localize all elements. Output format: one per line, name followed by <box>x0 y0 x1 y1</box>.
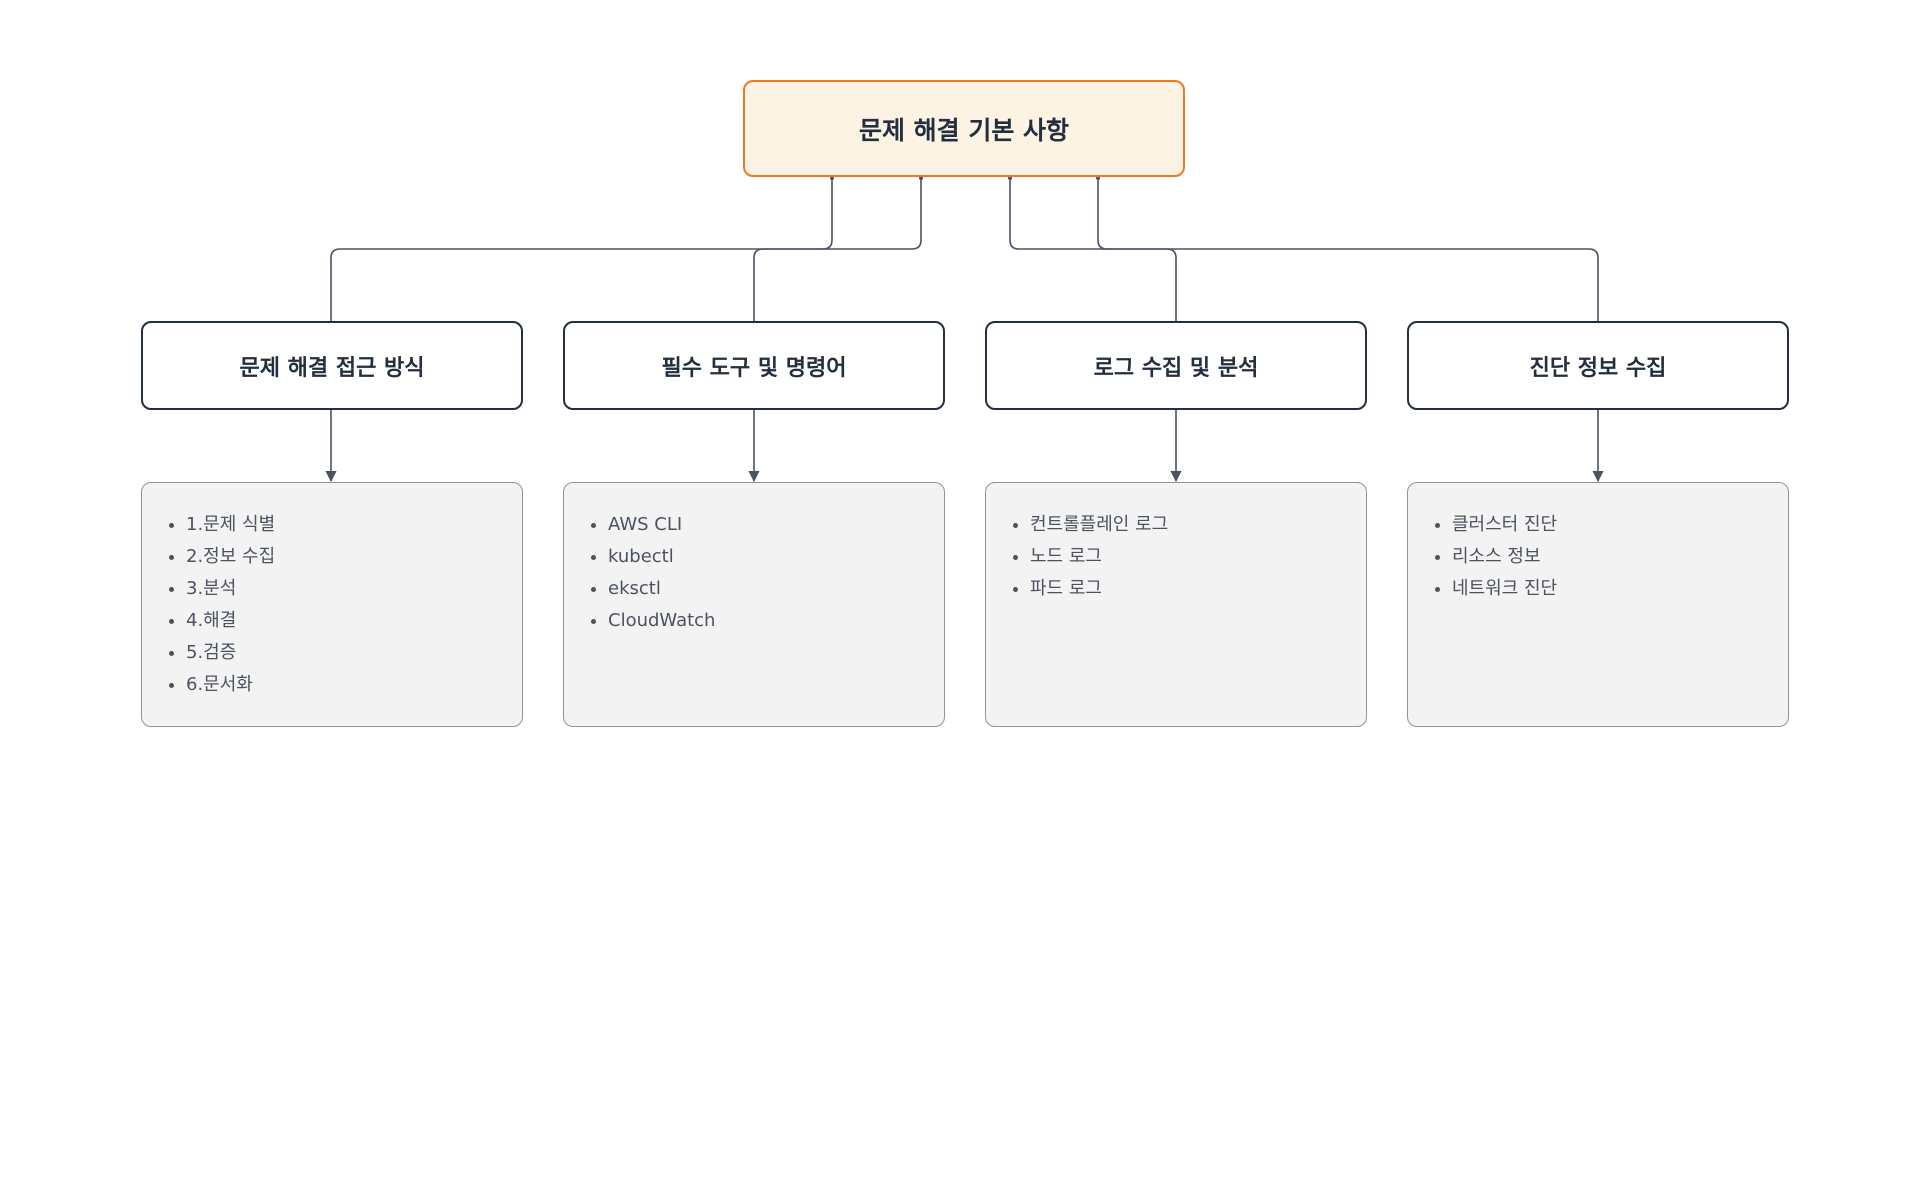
root-node: 문제 해결 기본 사항 <box>743 80 1185 177</box>
category-title: 로그 수집 및 분석 <box>1093 355 1259 381</box>
category-node-logs: 로그 수집 및 분석 <box>985 321 1367 410</box>
connector-root-to-logs <box>1009 177 1177 321</box>
category-node-approach: 문제 해결 접근 방식 <box>141 321 523 410</box>
list-item: 1.문제 식별 <box>186 509 502 541</box>
list-item: 5.검증 <box>186 637 502 669</box>
list-item: kubectl <box>608 541 924 573</box>
category-node-diagnostics: 진단 정보 수집 <box>1407 321 1789 410</box>
detail-list: AWS CLI kubectl eksctl CloudWatch <box>590 509 924 637</box>
detail-box-tools: AWS CLI kubectl eksctl CloudWatch <box>563 482 945 727</box>
list-item: 리소스 정보 <box>1452 541 1768 573</box>
list-item: 파드 로그 <box>1030 573 1346 605</box>
list-item: 4.해결 <box>186 605 502 637</box>
detail-box-logs: 컨트롤플레인 로그 노드 로그 파드 로그 <box>985 482 1367 727</box>
list-item: 6.문서화 <box>186 669 502 701</box>
detail-list: 클러스터 진단 리소스 정보 네트워크 진단 <box>1434 509 1768 605</box>
category-title: 필수 도구 및 명령어 <box>661 355 847 381</box>
list-item: 노드 로그 <box>1030 541 1346 573</box>
detail-box-approach: 1.문제 식별 2.정보 수집 3.분석 4.해결 5.검증 6.문서화 <box>141 482 523 727</box>
list-item: 컨트롤플레인 로그 <box>1030 509 1346 541</box>
category-node-tools: 필수 도구 및 명령어 <box>563 321 945 410</box>
detail-box-diagnostics: 클러스터 진단 리소스 정보 네트워크 진단 <box>1407 482 1789 727</box>
list-item: 클러스터 진단 <box>1452 509 1768 541</box>
list-item: CloudWatch <box>608 605 924 637</box>
connector-root-to-diagnostics <box>1097 177 1599 321</box>
list-item: 네트워크 진단 <box>1452 573 1768 605</box>
category-title: 문제 해결 접근 방식 <box>239 355 425 381</box>
list-item: 2.정보 수집 <box>186 541 502 573</box>
connector-root-to-approach <box>330 177 833 321</box>
detail-list: 컨트롤플레인 로그 노드 로그 파드 로그 <box>1012 509 1346 605</box>
root-node-label: 문제 해결 기본 사항 <box>858 115 1070 145</box>
list-item: 3.분석 <box>186 573 502 605</box>
detail-list: 1.문제 식별 2.정보 수집 3.분석 4.해결 5.검증 6.문서화 <box>168 509 502 701</box>
category-title: 진단 정보 수집 <box>1529 355 1667 381</box>
list-item: eksctl <box>608 573 924 605</box>
connector-root-to-tools <box>753 177 922 321</box>
list-item: AWS CLI <box>608 509 924 541</box>
